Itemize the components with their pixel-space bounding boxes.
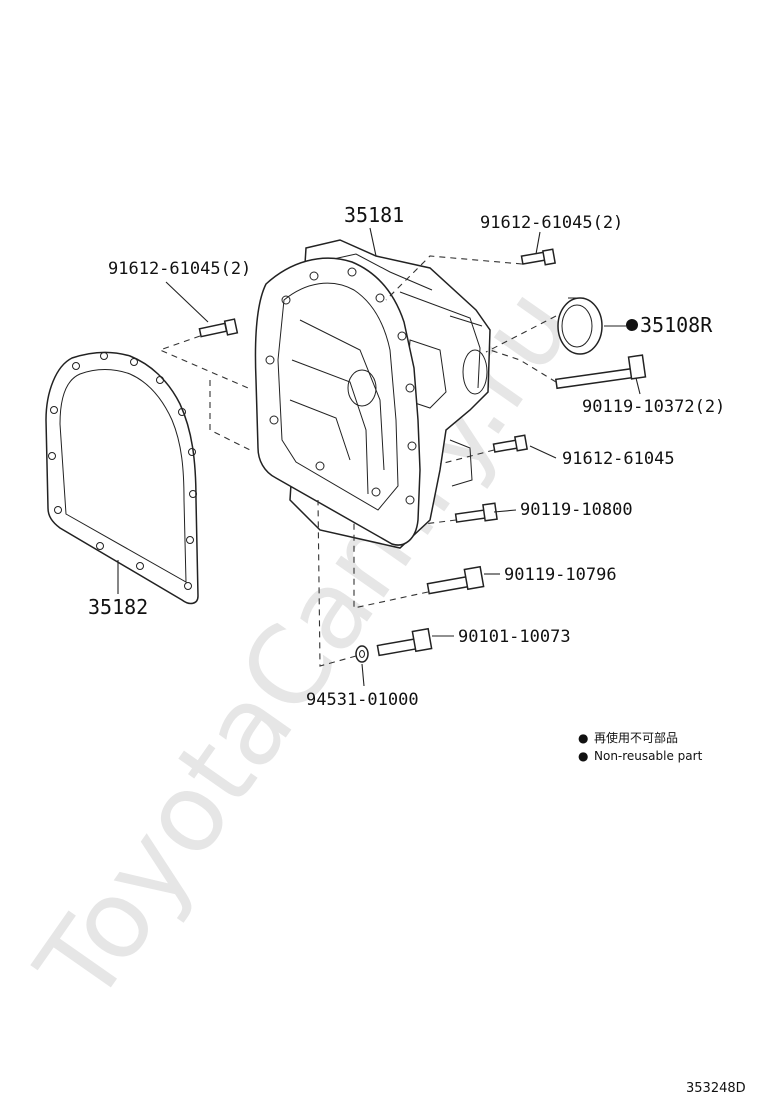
label-washer: 94531-01000 xyxy=(306,690,419,710)
bolt-10800 xyxy=(454,502,498,523)
bolt-mid xyxy=(492,434,529,453)
diagram-id: 353248D xyxy=(686,1081,746,1096)
leader-lines xyxy=(117,227,641,687)
label-oil-seal: 35108R xyxy=(640,313,713,337)
legend-marker-jp: ● xyxy=(578,731,588,745)
assembly-dash-lines xyxy=(158,255,557,667)
non-reusable-marker-oil-seal xyxy=(626,319,638,331)
bolt-top-right xyxy=(520,248,557,266)
legend-text-en: Non-reusable part xyxy=(594,749,703,763)
label-bolt-10073: 90101-10073 xyxy=(458,627,571,647)
oil-seal-35108r xyxy=(557,297,603,355)
label-bolt-long: 90119-10372(2) xyxy=(582,397,725,417)
bolt-10073 xyxy=(376,627,433,657)
gasket-35182 xyxy=(45,351,199,605)
bolt-top-left xyxy=(198,318,239,338)
label-bolt-10796: 90119-10796 xyxy=(504,565,617,585)
washer-94531 xyxy=(355,645,369,663)
case-35181 xyxy=(254,239,491,549)
bolt-long xyxy=(554,354,647,390)
bolt-10796 xyxy=(426,565,485,595)
label-bolt-10800: 90119-10800 xyxy=(520,500,633,520)
label-gasket: 35182 xyxy=(88,595,148,619)
legend-text-jp: 再使用不可部品 xyxy=(594,730,678,745)
label-bolt-top-left: 91612-61045(2) xyxy=(108,259,251,279)
legend-marker-en: ● xyxy=(578,749,588,763)
label-bolt-top-right: 91612-61045(2) xyxy=(480,213,623,233)
label-case: 35181 xyxy=(344,203,404,227)
label-bolt-mid: 91612-61045 xyxy=(562,449,675,469)
legend: ● 再使用不可部品 ● Non-reusable part xyxy=(578,730,703,763)
